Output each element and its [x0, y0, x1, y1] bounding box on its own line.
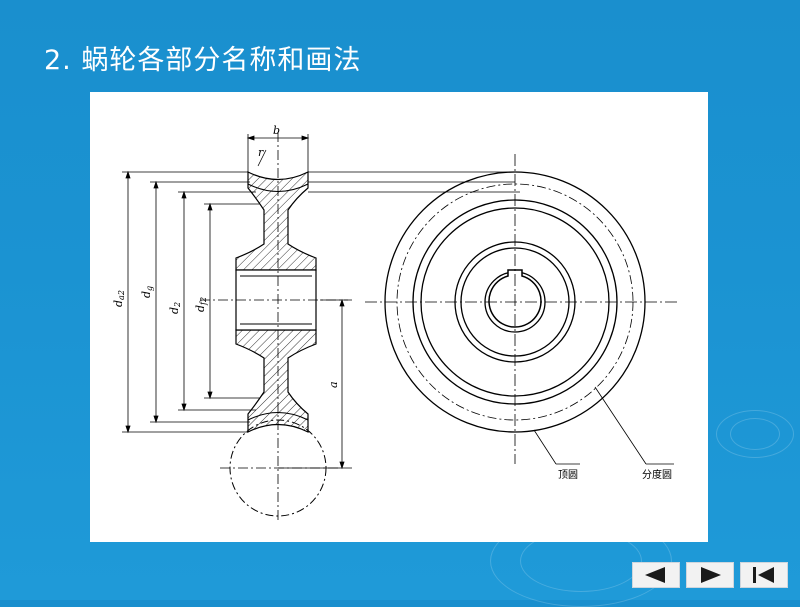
- label-pitch-circle: 分度圆: [642, 468, 672, 481]
- label-df2: df2: [194, 297, 208, 312]
- dimension-b: [246, 134, 310, 172]
- next-slide-button[interactable]: [686, 562, 734, 588]
- left-triangle-icon: [645, 567, 665, 583]
- diameter-dimensions: [122, 170, 352, 470]
- prev-slide-button[interactable]: [632, 562, 680, 588]
- right-triangle-icon: [701, 567, 721, 583]
- label-d2: d2: [168, 302, 182, 314]
- last-slide-button[interactable]: [740, 562, 788, 588]
- callout-leaders: [533, 386, 674, 465]
- ripple-decoration: [716, 410, 794, 458]
- last-page-icon: [753, 567, 774, 583]
- upper-section: [235, 171, 317, 271]
- label-da2: da2: [112, 290, 126, 307]
- worm-wheel-drawing: b r: [90, 92, 708, 542]
- slide-title: 2. 蜗轮各部分名称和画法: [44, 45, 362, 76]
- projection-lines: [308, 171, 520, 193]
- diameter-labels: da2 dg d2 df2 a: [112, 286, 340, 388]
- lower-section: [235, 329, 317, 433]
- label-a: a: [327, 381, 340, 388]
- label-tip-circle: 顶圆: [558, 469, 578, 481]
- label-dg: dg: [140, 286, 154, 298]
- label-b: b: [273, 124, 280, 137]
- section-view: [200, 132, 348, 522]
- front-view: [365, 154, 680, 464]
- technical-drawing: b r: [112, 124, 680, 522]
- label-r: r: [258, 146, 264, 159]
